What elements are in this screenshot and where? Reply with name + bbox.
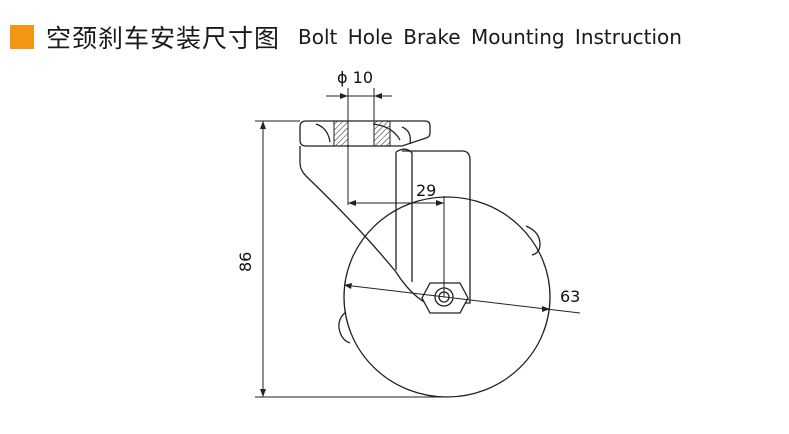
wheel-diameter-dim-label: 63 [560,287,580,306]
hatch-left [333,120,349,147]
brake-tab-lower [338,311,351,344]
page-title-chinese: 空颈刹车安装尺寸图 [46,24,281,53]
page-header: 空颈刹车安装尺寸图 Bolt Hole Brake Mounting Instr… [10,20,682,54]
dimension-lines [255,88,581,398]
fork-body [299,146,471,304]
axle-nut [421,282,469,314]
accent-square-icon [10,25,34,49]
page-title-english: Bolt Hole Brake Mounting Instruction [298,25,682,49]
diameter-dim-line [343,284,581,314]
top-plate [299,120,431,147]
fork-inner [395,148,413,282]
dimension-labels: ϕ 10 29 86 63 [236,68,580,306]
plate-curve-right [401,126,411,145]
brake-tab-upper [525,225,541,256]
caster-outline [299,120,551,398]
offset-dim-label: 29 [416,181,436,200]
bolt-hole-dim-label: ϕ 10 [337,68,373,87]
height-dim-label: 86 [236,252,255,272]
plate-curve-left [315,123,331,143]
hatch-right [373,120,391,147]
